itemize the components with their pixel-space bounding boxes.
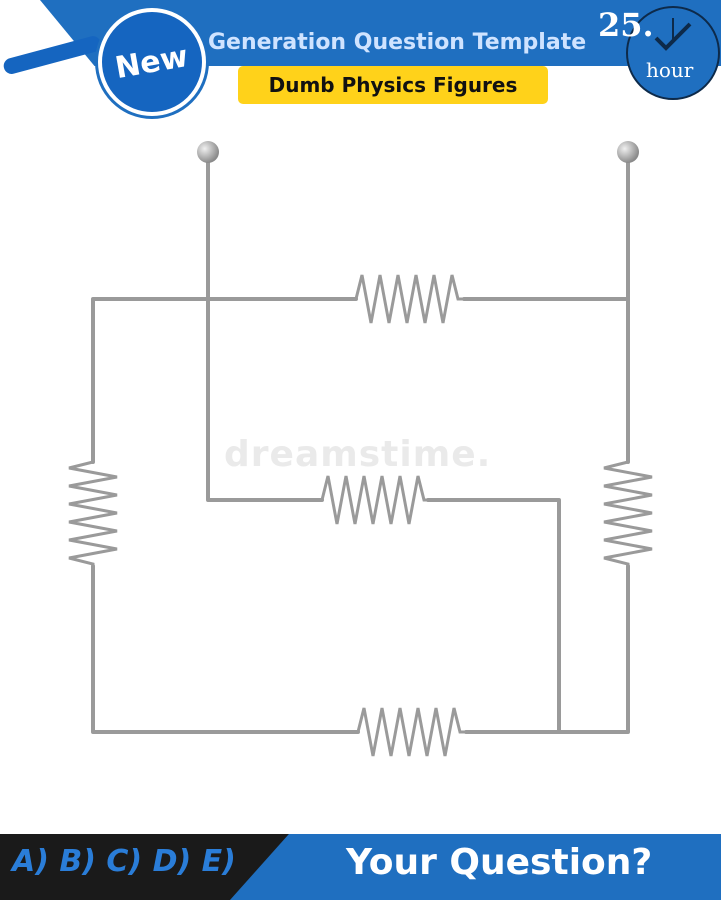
- terminal-left: [197, 141, 219, 163]
- resistor-bottom: [356, 707, 466, 757]
- circuit-diagram: [68, 141, 653, 757]
- new-badge: New: [98, 8, 206, 116]
- question-label: Your Question?: [346, 842, 653, 883]
- hours-number: 25.: [598, 6, 654, 44]
- resistor-left: [68, 460, 118, 566]
- template-title: Generation Question Template: [208, 30, 587, 55]
- subtitle-box: Dumb Physics Figures: [238, 66, 548, 104]
- wire-left-bottom: [91, 564, 360, 734]
- subtitle-label: Dumb Physics Figures: [268, 73, 518, 97]
- wire-left-terminal: [206, 150, 324, 502]
- hours-word: hour: [646, 58, 694, 82]
- resistor-middle: [320, 475, 428, 525]
- wire-right-bottom: [464, 564, 630, 734]
- footer-right-band: [230, 834, 721, 900]
- watermark: dreamstime.: [224, 434, 492, 475]
- terminal-right: [617, 141, 639, 163]
- resistor-right: [603, 460, 653, 566]
- wire-top-left: [91, 297, 358, 464]
- resistor-top: [354, 274, 464, 324]
- checkmark-icon: [654, 18, 692, 51]
- wire-middle-right: [426, 498, 561, 734]
- answer-options: A) B) C) D) E): [12, 844, 236, 879]
